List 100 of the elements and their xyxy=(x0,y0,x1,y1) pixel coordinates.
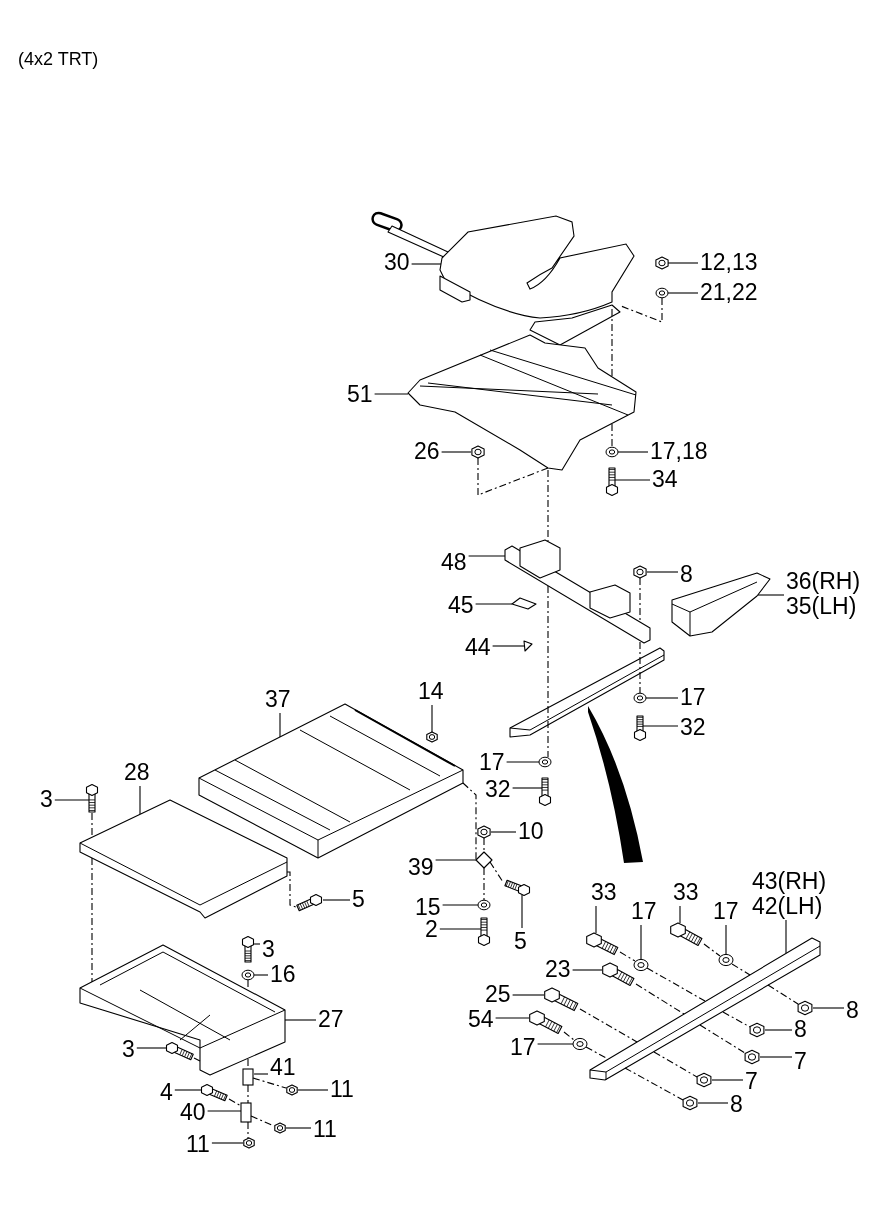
leader-line xyxy=(667,262,699,264)
callout-number: 5 xyxy=(514,929,527,954)
callout-number: 8 xyxy=(730,1092,743,1117)
nut xyxy=(682,1095,698,1111)
leader-line xyxy=(297,1089,329,1091)
leader-line xyxy=(764,1029,793,1031)
center-line xyxy=(731,963,751,976)
bracket xyxy=(242,1068,254,1086)
center-line xyxy=(699,1024,746,1054)
callout-number: 27 xyxy=(318,1007,344,1032)
leader-line xyxy=(253,1073,269,1075)
callout-number: 44 xyxy=(465,635,491,660)
leader-line xyxy=(435,859,477,861)
pad xyxy=(511,597,537,610)
bolt xyxy=(633,715,647,741)
leader-line xyxy=(475,603,513,605)
center-line xyxy=(483,867,485,901)
washer xyxy=(655,287,669,299)
leader-line xyxy=(506,761,540,763)
center-line xyxy=(563,1031,575,1041)
washer xyxy=(718,953,734,967)
bolt xyxy=(605,467,619,496)
center-line xyxy=(639,577,641,623)
bracket xyxy=(240,1102,252,1123)
washer xyxy=(477,899,491,911)
callout-number: 12,13 xyxy=(700,250,758,275)
washer xyxy=(538,756,552,768)
leader-line xyxy=(614,479,651,481)
bolt xyxy=(544,987,579,1012)
callout-number: 3 xyxy=(122,1037,135,1062)
bolt xyxy=(200,1084,228,1102)
leader-line xyxy=(595,905,597,934)
center-line xyxy=(547,585,549,758)
nut xyxy=(286,1084,298,1096)
leader-line xyxy=(211,1142,244,1144)
callout-number: 4 xyxy=(160,1080,173,1105)
callout-number: 3 xyxy=(40,787,53,812)
center-line xyxy=(91,857,93,983)
diagram-title: (4x2 TRT) xyxy=(18,48,99,70)
leader-line xyxy=(139,785,141,815)
center-line xyxy=(247,1121,249,1139)
callout-number: 14 xyxy=(418,679,444,704)
leader-line xyxy=(679,905,681,924)
leader-line xyxy=(207,1110,242,1112)
callout-number: 33 xyxy=(673,880,699,905)
callout-number: 17 xyxy=(479,750,505,775)
leader-line xyxy=(441,451,472,453)
nut xyxy=(797,1000,813,1016)
callout-number: 23 xyxy=(545,957,571,982)
bolt xyxy=(504,879,531,896)
center-line xyxy=(477,457,549,496)
nut xyxy=(696,1072,712,1088)
center-line xyxy=(611,308,613,378)
washer xyxy=(572,1037,588,1051)
center-line xyxy=(646,967,706,1002)
leader-line xyxy=(285,1127,312,1129)
callout-number: 28 xyxy=(124,760,150,785)
leader-line xyxy=(537,1043,574,1045)
leader-line xyxy=(495,1017,530,1019)
callout-number: 21,22 xyxy=(700,280,758,305)
callout-number: 42(LH) xyxy=(752,894,823,919)
callout-number: 16 xyxy=(270,962,296,987)
nut xyxy=(655,256,669,270)
center-line xyxy=(703,943,721,957)
callout-number: 37 xyxy=(265,687,291,712)
leader-line xyxy=(785,919,787,954)
leader-line xyxy=(640,924,642,960)
center-line xyxy=(767,984,799,1005)
callout-number: 25 xyxy=(485,982,511,1007)
center-line xyxy=(653,1051,698,1078)
callout-number: 36(RH) xyxy=(786,569,861,594)
center-line xyxy=(579,1008,638,1043)
leader-line xyxy=(279,712,281,738)
plate xyxy=(79,799,288,919)
bolt xyxy=(538,777,552,806)
fifth-wheel-plate xyxy=(369,210,635,346)
leader-line xyxy=(697,1102,729,1104)
bolt xyxy=(85,784,99,813)
washer xyxy=(633,692,647,704)
leader-line xyxy=(759,1056,793,1058)
leader-line xyxy=(253,974,269,976)
leader-line xyxy=(725,924,727,955)
leader-line xyxy=(431,704,433,733)
callout-number: 5 xyxy=(352,887,365,912)
callout-number: 15 xyxy=(415,895,441,920)
callout-number: 3 xyxy=(262,937,275,962)
center-line xyxy=(462,782,477,860)
center-line xyxy=(483,837,485,853)
callout-number: 48 xyxy=(441,550,467,575)
callout-number: 8 xyxy=(680,562,693,587)
callout-number: 32 xyxy=(680,715,706,740)
center-line xyxy=(252,1077,287,1089)
leader-line xyxy=(374,393,409,395)
callout-number: 17 xyxy=(713,899,739,924)
callout-number: 34 xyxy=(652,467,678,492)
leader-line xyxy=(645,697,679,699)
center-line xyxy=(624,1067,684,1101)
bolt xyxy=(241,936,255,963)
bolt xyxy=(165,1042,194,1061)
leader-line xyxy=(439,928,482,930)
